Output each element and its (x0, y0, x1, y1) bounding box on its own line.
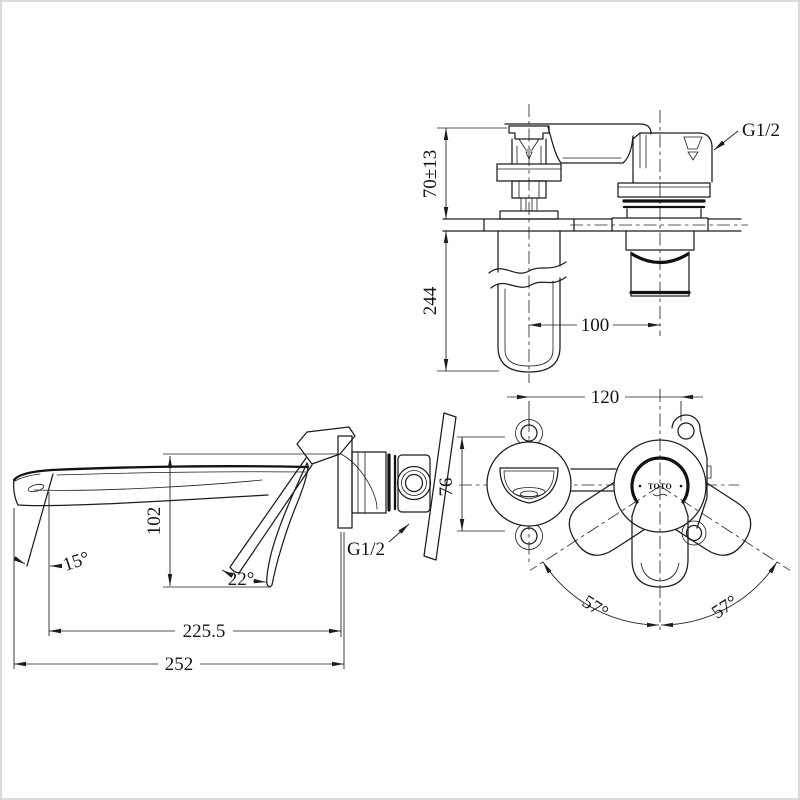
dim-embed-depth: 244 (420, 286, 441, 315)
supply-bar (504, 123, 652, 164)
dim-escutcheon-height: 76 (436, 478, 457, 497)
spout-side-view: 102 15° 22° G1/2 225.5 252 (12, 412, 457, 675)
spout-valve-body (483, 125, 575, 373)
outlet-thread-label: G1/2 (347, 539, 385, 560)
dim-stream-angle: 15° (60, 548, 92, 576)
bolt-hole-lower (520, 527, 538, 545)
dim-spout-reach: 225.5 (183, 621, 226, 642)
valve-side-view: 70±13 244 100 G1/2 (420, 104, 780, 383)
swing-centerline-left (529, 485, 661, 571)
dim-lever-angle: 22° (228, 569, 255, 590)
bolt-hole-top (677, 422, 695, 440)
dim-center-spacing: 100 (581, 315, 610, 336)
dim-center-distance: 120 (591, 387, 620, 408)
spout-profile (12, 465, 310, 507)
front-view: TOTO (436, 387, 791, 633)
front-view-dimensions: 120 76 57° 57° (436, 387, 778, 628)
valve-side-dimensions: 70±13 244 100 G1/2 (420, 120, 780, 372)
spout-escutcheon (486, 419, 572, 550)
mixer-valve-body (611, 132, 713, 297)
logo-dot-left (638, 484, 642, 488)
dim-spout-height: 102 (144, 507, 165, 536)
dim-swing-left: 57° (578, 591, 612, 623)
swing-centerline-right (659, 485, 791, 571)
logo-dot-right (679, 484, 683, 488)
dim-overall-length: 252 (165, 654, 194, 675)
spout-side-dimensions: 102 15° 22° G1/2 225.5 252 (13, 453, 410, 675)
bolt-hole-upper (520, 424, 538, 442)
connecting-bar (570, 468, 617, 492)
dim-above-wall: 70±13 (420, 150, 441, 198)
dim-swing-right: 57° (708, 591, 742, 623)
lever-handle (229, 426, 378, 588)
wall-union-body (337, 412, 457, 561)
inlet-thread-label: G1/2 (742, 120, 780, 141)
